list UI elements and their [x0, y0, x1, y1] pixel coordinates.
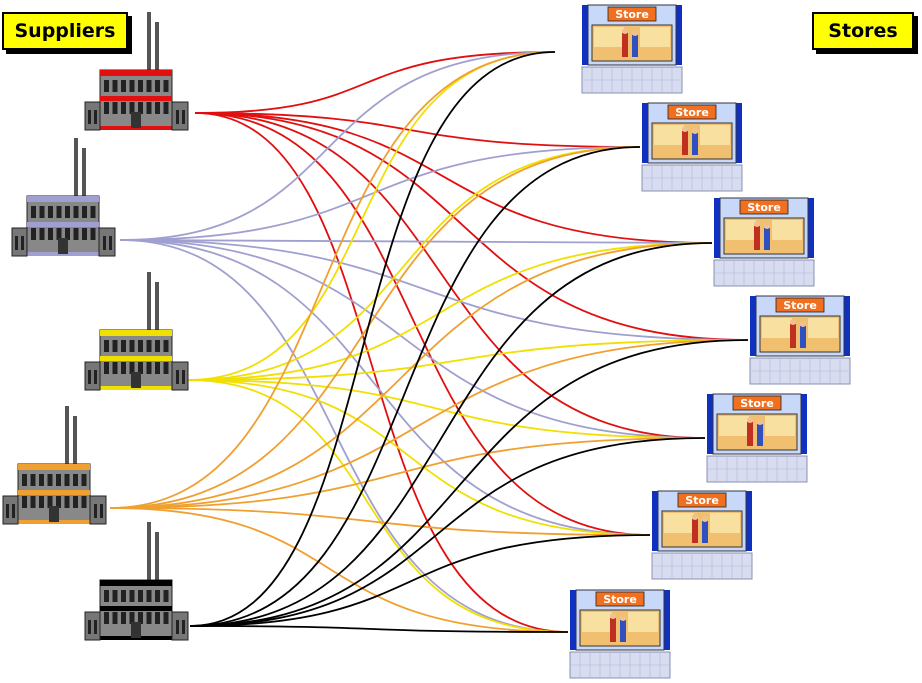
- store-building: Store: [641, 102, 743, 192]
- connection-line: [186, 379, 706, 439]
- connection-line: [119, 239, 749, 341]
- connection-line: [109, 242, 713, 509]
- store-building: Store: [713, 197, 815, 287]
- connection-line: [119, 239, 706, 439]
- supplier-factory: [84, 522, 189, 641]
- store-sign-text: Store: [740, 397, 774, 410]
- supplier-factory: [11, 138, 116, 257]
- connection-line: [119, 51, 556, 241]
- connection-line: [186, 146, 641, 381]
- supplier-factory: [84, 272, 189, 391]
- connection-line: [119, 146, 641, 241]
- connection-line: [186, 379, 651, 536]
- connection-line: [194, 112, 706, 439]
- store-sign-text: Store: [603, 593, 637, 606]
- supplier-factory: [84, 12, 189, 131]
- connection-line: [189, 437, 706, 627]
- connection-line: [109, 437, 706, 509]
- connection-line: [189, 534, 651, 627]
- connection-line: [186, 379, 569, 633]
- store-sign-text: Store: [747, 201, 781, 214]
- connection-line: [194, 112, 651, 536]
- connection-lines: [109, 51, 749, 633]
- stores-label: Stores: [812, 12, 914, 50]
- connection-line: [194, 112, 713, 244]
- connection-line: [194, 112, 749, 341]
- store-building: Store: [581, 4, 683, 94]
- connection-line: [186, 242, 713, 381]
- connection-line: [119, 239, 651, 536]
- store-building: Store: [569, 589, 671, 679]
- connection-line: [119, 239, 713, 244]
- connection-line: [186, 339, 749, 381]
- store-sign-text: Store: [783, 299, 817, 312]
- store-sign-text: Store: [615, 8, 649, 21]
- store-building: Store: [651, 490, 753, 580]
- connection-line: [109, 507, 569, 633]
- connection-line: [194, 51, 556, 114]
- connection-line: [189, 51, 556, 627]
- connection-line: [109, 51, 556, 509]
- store-sign-text: Store: [685, 494, 719, 507]
- supplier-factory: [2, 406, 107, 525]
- suppliers-label: Suppliers: [2, 12, 128, 50]
- connection-line: [119, 239, 569, 633]
- supplier-factories: [2, 12, 189, 641]
- connection-line: [189, 146, 641, 627]
- connection-line: [189, 625, 569, 633]
- store-building: Store: [706, 393, 808, 483]
- connection-line: [109, 507, 651, 536]
- store-sign-text: Store: [675, 106, 709, 119]
- store-building: Store: [749, 295, 851, 385]
- connection-line: [189, 242, 713, 627]
- connection-line: [109, 339, 749, 509]
- connection-line: [189, 339, 749, 627]
